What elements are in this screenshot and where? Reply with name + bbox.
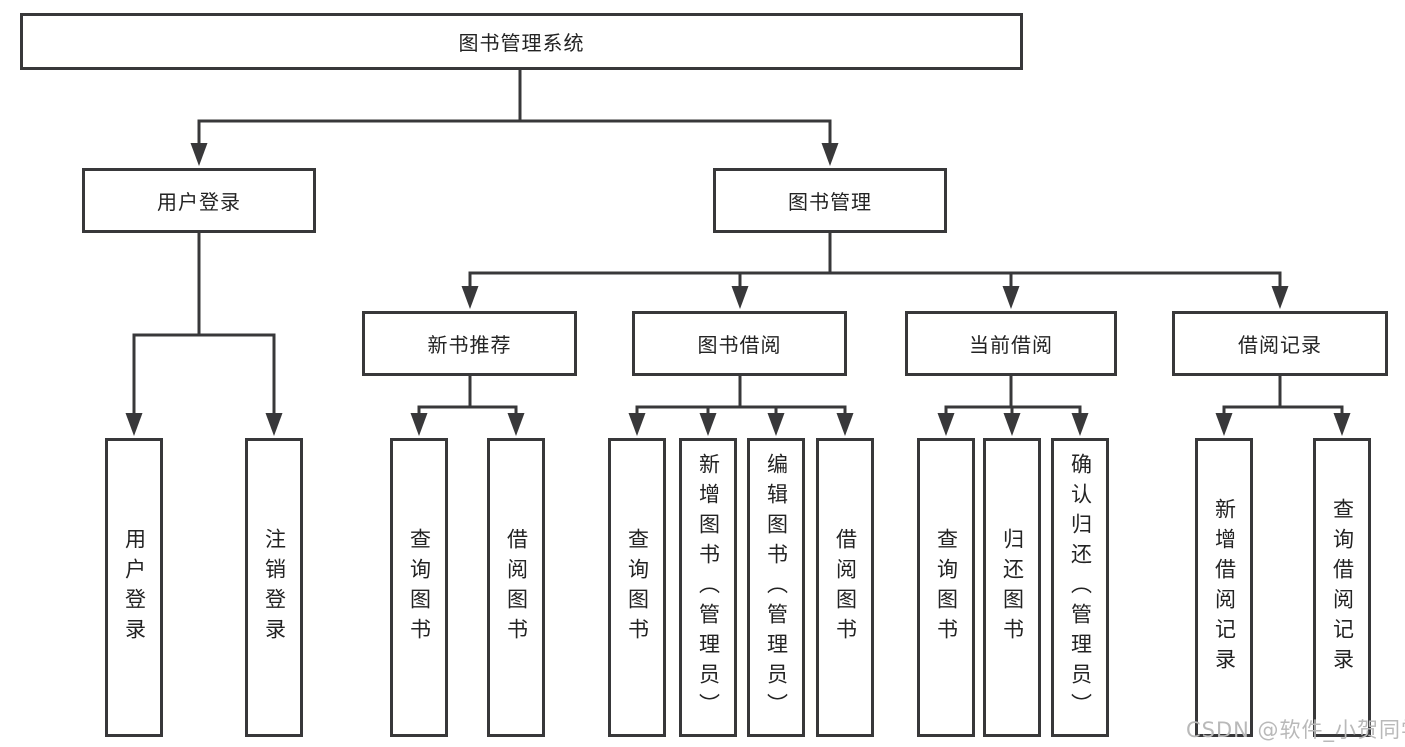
leaf-return-book: 归还图书 — [983, 438, 1041, 737]
node-user-login: 用户登录 — [82, 168, 316, 233]
leaf-borrow-books-recommend: 借阅图书 — [487, 438, 545, 737]
leaf-return-book-label: 归还图书 — [1000, 527, 1025, 648]
node-current-borrow: 当前借阅 — [905, 311, 1117, 376]
node-new-book-recommend-label: 新书推荐 — [427, 333, 512, 357]
node-book-borrow-label: 图书借阅 — [697, 333, 782, 357]
node-current-borrow-label: 当前借阅 — [969, 333, 1053, 357]
leaf-add-book-admin-label: 新增图书（管理员） — [696, 452, 721, 723]
leaf-user-login: 用户登录 — [105, 438, 163, 737]
leaf-logout-label: 注销登录 — [262, 527, 287, 648]
node-user-login-label: 用户登录 — [157, 190, 241, 214]
leaf-borrow-books-label: 借阅图书 — [833, 527, 858, 648]
leaf-add-borrow-record: 新增借阅记录 — [1195, 438, 1253, 737]
leaf-query-books-current-label: 查询图书 — [934, 527, 959, 648]
leaf-confirm-return-admin: 确认归还（管理员） — [1051, 438, 1109, 737]
leaf-user-login-label: 用户登录 — [122, 527, 147, 648]
leaf-add-book-admin: 新增图书（管理员） — [679, 438, 737, 737]
leaf-add-borrow-record-label: 新增借阅记录 — [1212, 497, 1237, 678]
node-root-label: 图书管理系统 — [458, 31, 585, 55]
node-book-borrow: 图书借阅 — [632, 311, 847, 376]
node-borrow-records: 借阅记录 — [1172, 311, 1388, 376]
node-new-book-recommend: 新书推荐 — [362, 311, 577, 376]
leaf-query-books-borrow: 查询图书 — [608, 438, 666, 737]
leaf-query-books-recommend: 查询图书 — [390, 438, 448, 737]
leaf-query-borrow-record-label: 查询借阅记录 — [1330, 497, 1355, 678]
node-book-management-label: 图书管理 — [788, 190, 872, 214]
watermark: CSDN @软件_小贺同学 — [1186, 718, 1405, 742]
leaf-query-books-recommend-label: 查询图书 — [407, 527, 432, 648]
node-book-management: 图书管理 — [713, 168, 947, 233]
leaf-query-books-borrow-label: 查询图书 — [625, 527, 650, 648]
node-borrow-records-label: 借阅记录 — [1238, 333, 1322, 357]
leaf-edit-book-admin: 编辑图书（管理员） — [747, 438, 805, 737]
node-root: 图书管理系统 — [20, 13, 1023, 70]
leaf-query-books-current: 查询图书 — [917, 438, 975, 737]
leaf-confirm-return-admin-label: 确认归还（管理员） — [1068, 452, 1093, 723]
leaf-borrow-books: 借阅图书 — [816, 438, 874, 737]
leaf-borrow-books-recommend-label: 借阅图书 — [504, 527, 529, 648]
leaf-query-borrow-record: 查询借阅记录 — [1313, 438, 1371, 737]
leaf-logout: 注销登录 — [245, 438, 303, 737]
leaf-edit-book-admin-label: 编辑图书（管理员） — [764, 452, 789, 723]
